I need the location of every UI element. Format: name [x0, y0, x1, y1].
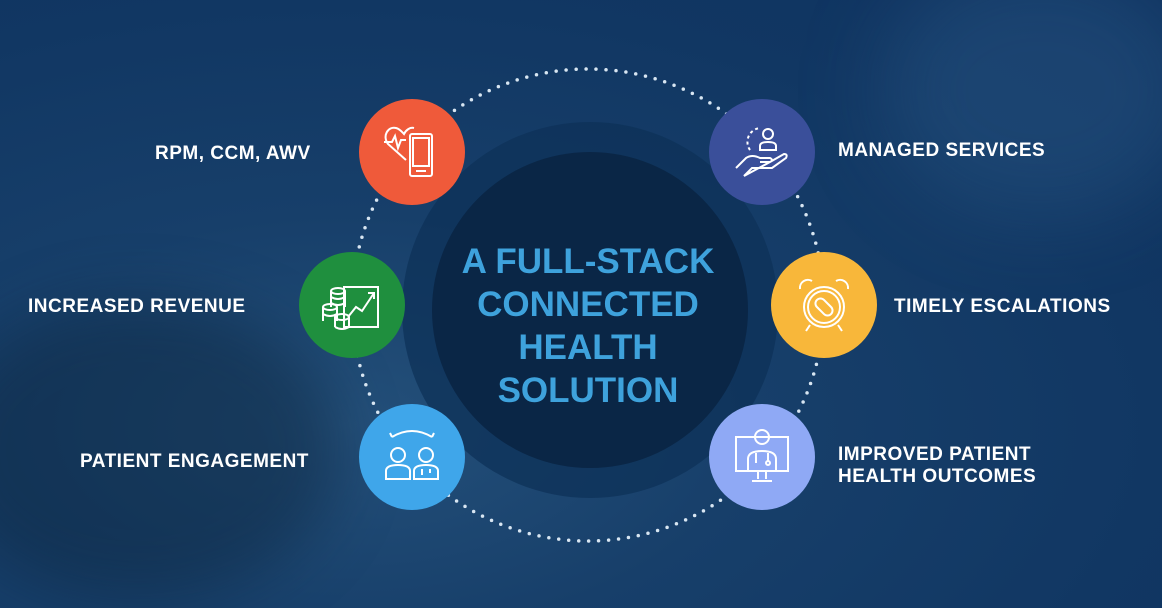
node-outcomes	[709, 404, 815, 510]
label-managed: MANAGED SERVICES	[838, 140, 1046, 161]
hand-person-icon	[735, 127, 788, 177]
node-escalations	[771, 252, 877, 358]
center-title: A FULL-STACK CONNECTED HEALTH SOLUTION	[418, 240, 758, 412]
label-escalations: TIMELY ESCALATIONS	[894, 296, 1111, 317]
label-line: HEALTH OUTCOMES	[838, 466, 1037, 487]
label-outcomes: IMPROVED PATIENT HEALTH OUTCOMES	[838, 444, 1036, 488]
label-rpm: RPM, CCM, AWV	[155, 143, 311, 164]
label-revenue: INCREASED REVENUE	[28, 296, 246, 317]
patient-doctor-icon	[385, 430, 439, 480]
title-line: HEALTH	[518, 328, 658, 367]
coins-chart-icon	[322, 286, 379, 330]
node-managed	[709, 99, 815, 205]
node-engagement	[359, 404, 465, 510]
heart-phone-icon	[384, 126, 433, 177]
title-line: A FULL-STACK	[461, 242, 715, 281]
label-line: IMPROVED PATIENT	[838, 444, 1032, 465]
title-line: CONNECTED	[477, 285, 699, 324]
inner-dark-circle	[432, 152, 748, 468]
monitor-doctor-icon	[735, 429, 789, 482]
title-line: SOLUTION	[497, 371, 679, 410]
label-engagement: PATIENT ENGAGEMENT	[80, 451, 309, 472]
alarm-clock-pill-icon	[798, 278, 850, 332]
node-rpm	[359, 99, 465, 205]
node-revenue	[299, 252, 405, 358]
background-blur	[0, 300, 340, 600]
